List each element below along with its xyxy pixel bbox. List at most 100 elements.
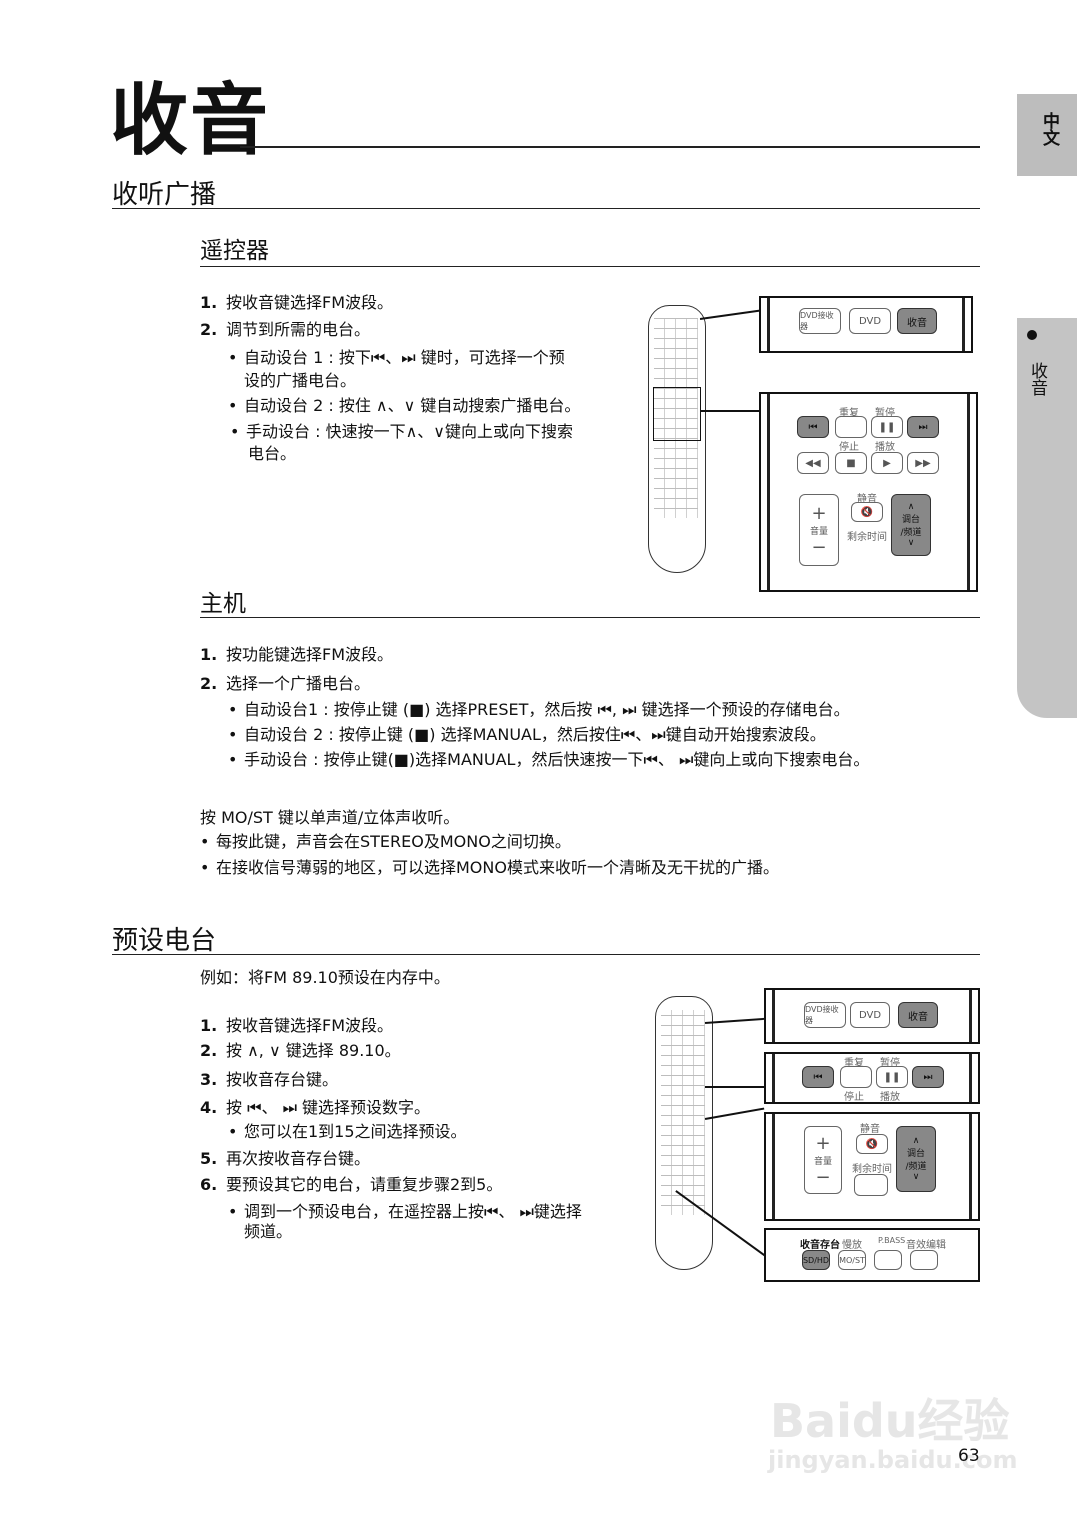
remote-bullet-3b: 电台。	[248, 444, 297, 463]
bullet-dot-icon	[1027, 330, 1037, 340]
up-icon: ∧	[912, 1136, 920, 1146]
callout-line-3	[704, 1107, 765, 1120]
forward-button[interactable]: ▶▶	[907, 452, 939, 474]
play-button[interactable]: ▶	[871, 452, 903, 474]
stop-label: 停止	[844, 1092, 864, 1103]
slow-label: 慢放	[842, 1240, 862, 1251]
subsection-heading-remote: 遥控器	[200, 238, 269, 264]
repeat-button[interactable]	[840, 1066, 872, 1088]
page-number: 63	[958, 1446, 980, 1466]
rewind-button[interactable]: ◀◀	[797, 452, 829, 474]
tuner-button[interactable]: 收音	[897, 308, 937, 334]
watermark-logo: Baidu经验	[770, 1394, 1010, 1448]
tuning-rocker[interactable]: ∧ 调台 /频道 ∨	[891, 494, 931, 556]
play-label: 播放	[880, 1092, 900, 1103]
remote-keys	[661, 1010, 705, 1215]
preset-step-1: 1.按收音键选择FM波段。	[200, 1016, 394, 1035]
sd-hd-button[interactable]: SD/HD	[802, 1250, 830, 1270]
stop-button[interactable]: ■	[835, 452, 867, 474]
unit-bullet-3: •手动设台 : 按停止键(■)选择MANUAL，然后快速按一下⏮、 ⏭键向上或向…	[228, 750, 870, 769]
language-tab: 中文	[1017, 94, 1077, 176]
mono-bullet-1: •每按此键，声音会在STEREO及MONO之间切换。	[200, 832, 571, 851]
mono-intro: 按 MO/ST 键以单声道/立体声收听。	[200, 808, 460, 827]
unit-bullet-1: •自动设台1 : 按停止键 (■) 选择PRESET，然后按 ⏮, ⏭ 键选择一…	[228, 700, 850, 719]
remote-keys	[654, 318, 698, 518]
preset-step-5: 5.再次按收音存台键。	[200, 1149, 371, 1168]
volume-rocker[interactable]: + 音量 −	[799, 494, 839, 566]
mute-button[interactable]: 🔇	[851, 502, 883, 522]
mute-label: 静音	[860, 1124, 880, 1135]
callout-volume-tuning: 静音 + 音量 − 🔇 剩余时间 ∧ 调台 /频道 ∨	[764, 1112, 980, 1221]
callout-line-mid	[700, 410, 762, 412]
pbass-label: P.BASS	[878, 1236, 906, 1245]
sound-edit-button[interactable]	[910, 1250, 938, 1270]
sound-edit-label: 音效编辑	[906, 1240, 946, 1251]
unit-step-1: 1.按功能键选择FM波段。	[200, 645, 394, 664]
up-icon: ∧	[907, 502, 915, 512]
tuner-memory-label: 收音存台	[800, 1240, 840, 1251]
remote-bullet-3: •手动设台 : 快速按一下∧、∨键向上或向下搜索	[230, 422, 573, 441]
remote-bullet-1: •自动设台 1 : 按下⏮、⏭ 键时，可选择一个预	[228, 348, 565, 367]
mute-button[interactable]: 🔇	[856, 1134, 888, 1154]
dvd-button[interactable]: DVD	[849, 308, 891, 334]
down-icon: ∨	[907, 538, 915, 548]
page-title: 收音	[110, 76, 271, 166]
tuning-rocker[interactable]: ∧ 调台 /频道 ∨	[896, 1126, 936, 1192]
callout-transport-buttons: 重复 暂停 ⏮ ❚❚ ⏭ 停止 播放 ◀◀ ■ ▶ ▶▶ 静音 + 音量 − 🔇…	[759, 392, 978, 592]
play-label: 播放	[875, 442, 895, 453]
pause-button[interactable]: ❚❚	[876, 1066, 908, 1088]
plus-icon: +	[811, 502, 827, 524]
callout-line-2	[705, 1086, 765, 1088]
watermark-url: jingyan.baidu.com	[768, 1446, 1018, 1474]
most-button[interactable]: MO/ST	[838, 1250, 866, 1270]
mute-label: 静音	[857, 494, 877, 505]
unit-step-2: 2.选择一个广播电台。	[200, 674, 371, 693]
remote-highlight-box	[653, 387, 701, 441]
dvd-receiver-button[interactable]: DVD接收器	[804, 1002, 846, 1028]
mono-bullet-2: •在接收信号薄弱的地区，可以选择MONO模式来收听一个清晰及无干扰的广播。	[200, 858, 779, 877]
plus-icon: +	[815, 1132, 831, 1154]
prev-track-button[interactable]: ⏮	[797, 416, 829, 438]
preset-step-6: 6.要预设其它的电台，请重复步骤2到5。	[200, 1175, 503, 1194]
remote-bullet-1b: 设的广播电台。	[244, 371, 357, 390]
volume-label: 音量	[813, 1156, 832, 1167]
section-tab-label: 收音	[1027, 362, 1047, 396]
pause-label: 暂停	[875, 408, 895, 419]
preset-step-4: 4.按 ⏮、 ⏭ 键选择预设数字。	[200, 1098, 431, 1117]
volume-rocker[interactable]: + 音量 −	[804, 1126, 842, 1194]
tuning-label: 调台	[901, 515, 920, 525]
remain-time-label: 剩余时间	[847, 532, 887, 543]
preset-step-6-bullet: •调到一个预设电台，在遥控器上按⏮、 ⏭键选择	[228, 1202, 582, 1221]
next-track-button[interactable]: ⏭	[912, 1066, 944, 1088]
down-icon: ∨	[912, 1172, 920, 1182]
section-tab: 收音	[1017, 318, 1077, 718]
tuning-label: 调台	[906, 1149, 925, 1159]
repeat-label: 重复	[839, 408, 859, 419]
subsection-rule	[200, 266, 980, 267]
channel-label: /频道	[905, 1162, 927, 1172]
blank-button[interactable]	[854, 1174, 888, 1196]
dvd-receiver-button[interactable]: DVD接收器	[799, 308, 841, 334]
section-heading-preset: 预设电台	[112, 926, 217, 956]
minus-icon: −	[811, 536, 827, 558]
callout-line-top	[699, 309, 762, 320]
title-rule	[240, 146, 980, 148]
repeat-label: 重复	[844, 1058, 864, 1069]
remote-step-1: 1.按收音键选择FM波段。	[200, 293, 394, 312]
dvd-button[interactable]: DVD	[850, 1002, 890, 1028]
preset-example: 例如：将FM 89.10预设在内存中。	[200, 968, 450, 987]
remain-time-label: 剩余时间	[852, 1164, 892, 1175]
subsection-rule	[200, 617, 980, 618]
pause-button[interactable]: ❚❚	[871, 416, 903, 438]
section-rule	[112, 208, 980, 209]
unit-bullet-2: •自动设台 2 : 按停止键 (■) 选择MANUAL，然后按住⏮、⏭键自动开始…	[228, 725, 826, 744]
preset-step-6-bullet-cont: 频道。	[244, 1222, 293, 1241]
tuner-button[interactable]: 收音	[898, 1002, 938, 1028]
next-track-button[interactable]: ⏭	[907, 416, 939, 438]
pbass-button[interactable]	[874, 1250, 902, 1270]
repeat-button[interactable]	[835, 416, 867, 438]
callout-tuner-buttons: DVD接收器 DVD 收音	[759, 296, 973, 353]
preset-step-3: 3.按收音存台键。	[200, 1070, 339, 1089]
prev-track-button[interactable]: ⏮	[802, 1066, 834, 1088]
callout-memory-buttons: 收音存台 慢放 P.BASS 音效编辑 SD/HD MO/ST	[764, 1228, 980, 1282]
